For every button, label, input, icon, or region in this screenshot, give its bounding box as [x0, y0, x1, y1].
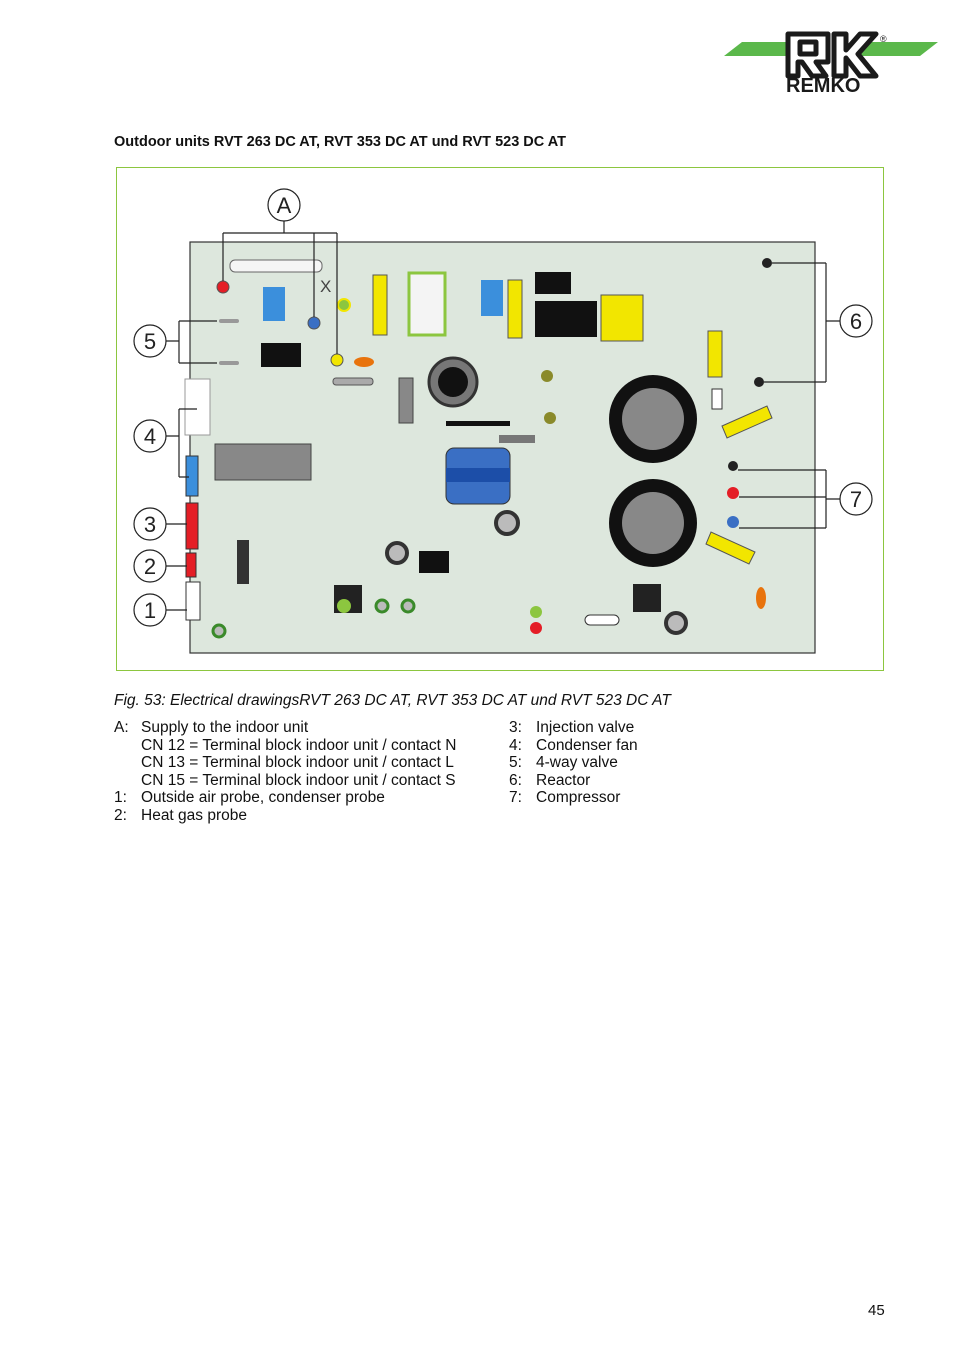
- callout-7: 7: [738, 469, 873, 529]
- legend-text: Outside air probe, condenser probe: [141, 789, 385, 807]
- legend-item: 3: Injection valve: [509, 719, 809, 737]
- legend-text: Injection valve: [536, 719, 635, 736]
- callout-a: A: [222, 188, 338, 354]
- callout-6-label: 6: [850, 309, 862, 334]
- legend-key: 4:: [509, 736, 522, 754]
- legend-text: 4-way valve: [536, 754, 618, 772]
- legend-key: 6:: [509, 771, 522, 789]
- legend-item: 1: Outside air probe, condenser probe: [114, 789, 494, 807]
- legend-item: 5: 4-way valve: [509, 754, 809, 772]
- brand-name: REMKO: [786, 75, 860, 97]
- legend-item: 2: Heat gas probe: [114, 807, 494, 825]
- legend-item: 7: Compressor: [509, 789, 809, 807]
- legend-key: 5:: [509, 754, 522, 772]
- registered-mark: ®: [880, 34, 887, 44]
- page-number: 45: [868, 1302, 885, 1319]
- legend-subitem: CN 12 = Terminal block indoor unit / con…: [141, 736, 457, 754]
- callout-5-label: 5: [144, 329, 156, 354]
- legend-key: A:: [114, 719, 129, 736]
- callout-6: 6: [764, 262, 873, 383]
- callout-a-label: A: [277, 193, 292, 218]
- legend-right: 3: Injection valve 4: Condenser fan 5: 4…: [509, 719, 809, 807]
- section-heading: Outdoor units RVT 263 DC AT, RVT 353 DC …: [114, 134, 566, 150]
- legend-key: 2:: [114, 806, 127, 824]
- callout-4-label: 4: [144, 424, 156, 449]
- legend-subitem: CN 13 = Terminal block indoor unit / con…: [141, 754, 454, 772]
- remko-logo: ® REMKO: [724, 28, 938, 98]
- legend-text: Heat gas probe: [141, 806, 247, 824]
- board-components: [184, 258, 773, 639]
- callout-1: 1: [133, 593, 187, 627]
- figure-caption: Fig. 53: Electrical drawingsRVT 263 DC A…: [114, 692, 671, 709]
- legend-key: 1:: [114, 789, 127, 807]
- callout-3: 3: [133, 507, 187, 541]
- legend-left: A: Supply to the indoor unit CN 12 = Ter…: [114, 719, 494, 825]
- legend-text: Reactor: [536, 771, 591, 789]
- pcb-figure: X A 5 4 3 2: [116, 167, 884, 671]
- legend-item: 4: Condenser fan: [509, 737, 809, 755]
- legend-key: 7:: [509, 789, 522, 807]
- legend-item: A: Supply to the indoor unit: [114, 719, 494, 737]
- callout-1-label: 1: [144, 598, 156, 623]
- callout-2-label: 2: [144, 554, 156, 579]
- callout-3-label: 3: [144, 512, 156, 537]
- legend-text: Compressor: [536, 789, 621, 807]
- board-label-x: X: [320, 277, 331, 296]
- legend-item: 6: Reactor: [509, 772, 809, 790]
- callout-2: 2: [133, 549, 187, 583]
- legend-subitem: CN 15 = Terminal block indoor unit / con…: [141, 771, 456, 789]
- legend-text: Supply to the indoor unit: [141, 719, 309, 736]
- legend-key: 3:: [509, 719, 522, 736]
- callout-7-label: 7: [850, 487, 862, 512]
- legend-text: Condenser fan: [536, 736, 638, 754]
- callout-5: 5: [133, 320, 217, 364]
- callout-4: 4: [133, 408, 197, 478]
